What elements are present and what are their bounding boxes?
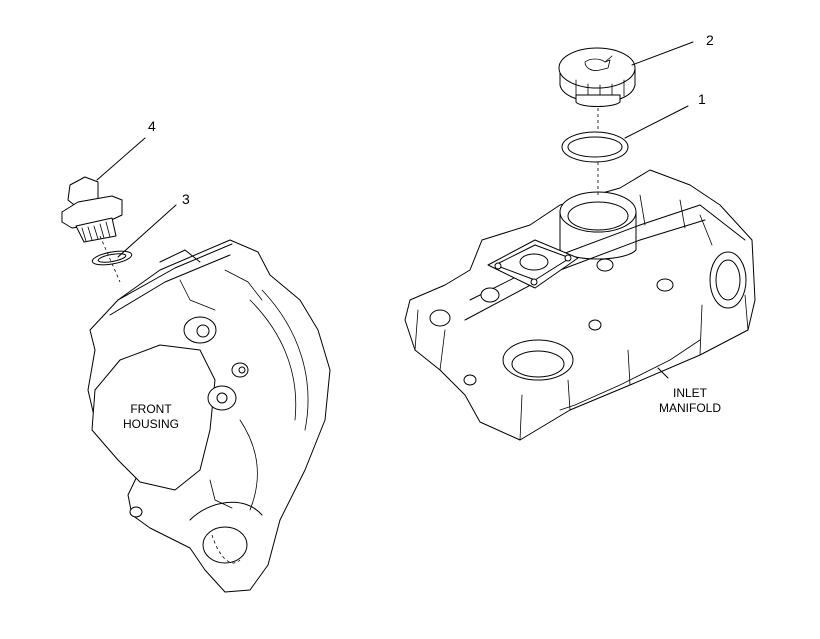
- filler-plug-part-4: [61, 176, 123, 243]
- callout-3: 3: [182, 191, 190, 207]
- front-housing: [87, 239, 331, 593]
- leader-1: [624, 105, 689, 139]
- inlet-manifold-label-line1: INLET: [673, 386, 708, 400]
- callout-2: 2: [706, 32, 714, 48]
- assembly-axis-left: [99, 235, 121, 283]
- front-housing-label-line1: FRONT: [130, 402, 172, 416]
- leader-4: [96, 137, 146, 181]
- inlet-manifold: [404, 169, 756, 441]
- o-ring-part-1: [561, 131, 629, 163]
- leader-inlet-manifold: [657, 367, 669, 379]
- callout-1: 1: [698, 91, 706, 107]
- front-housing-label-line2: HOUSING: [123, 417, 179, 431]
- leader-3: [117, 204, 177, 258]
- callout-4: 4: [148, 118, 156, 134]
- leader-2: [631, 41, 694, 66]
- inlet-manifold-label-line2: MANIFOLD: [659, 401, 721, 415]
- filler-cap-part-2: [558, 47, 636, 107]
